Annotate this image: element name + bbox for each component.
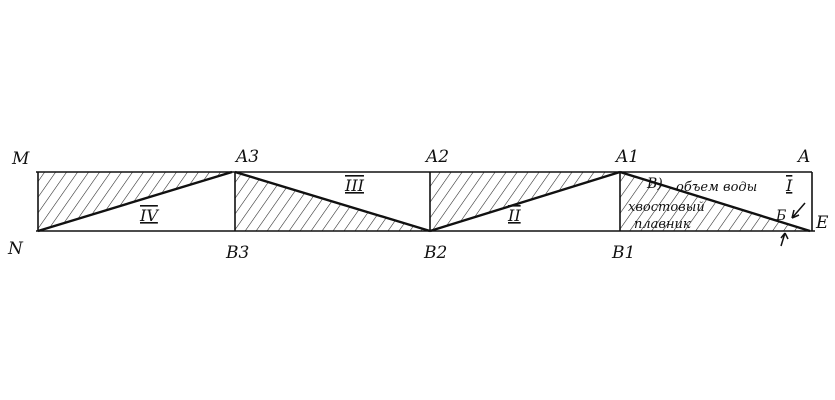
arrow-icon <box>780 232 789 247</box>
tail-fin-label-1: хвостовый <box>628 200 705 215</box>
label-A2: A2 <box>424 147 449 167</box>
label-A3: A3 <box>234 147 259 167</box>
section-IV: IV <box>139 206 159 225</box>
diagonal-IV <box>37 170 233 233</box>
diagonal-II <box>429 170 621 233</box>
label-V: В) <box>646 176 663 192</box>
label-B3: B3 <box>225 243 249 263</box>
section-II: II <box>507 206 521 225</box>
tail-fin-label-2: плавник <box>634 217 691 232</box>
diagonal-I <box>619 170 811 233</box>
section-III: III <box>344 176 365 195</box>
label-B1: B1 <box>611 243 635 263</box>
diagonal-III <box>234 170 431 233</box>
arrow-icon <box>791 202 806 219</box>
label-A1: A1 <box>614 147 639 167</box>
water-volume-label: объем воды <box>676 180 757 195</box>
label-E: E <box>815 213 829 233</box>
label-B: Б <box>775 208 786 224</box>
label-B2: B2 <box>423 243 447 263</box>
section-I: I <box>785 176 793 195</box>
label-A: A <box>796 147 810 167</box>
label-M: M <box>11 149 30 169</box>
label-N: N <box>7 239 24 259</box>
